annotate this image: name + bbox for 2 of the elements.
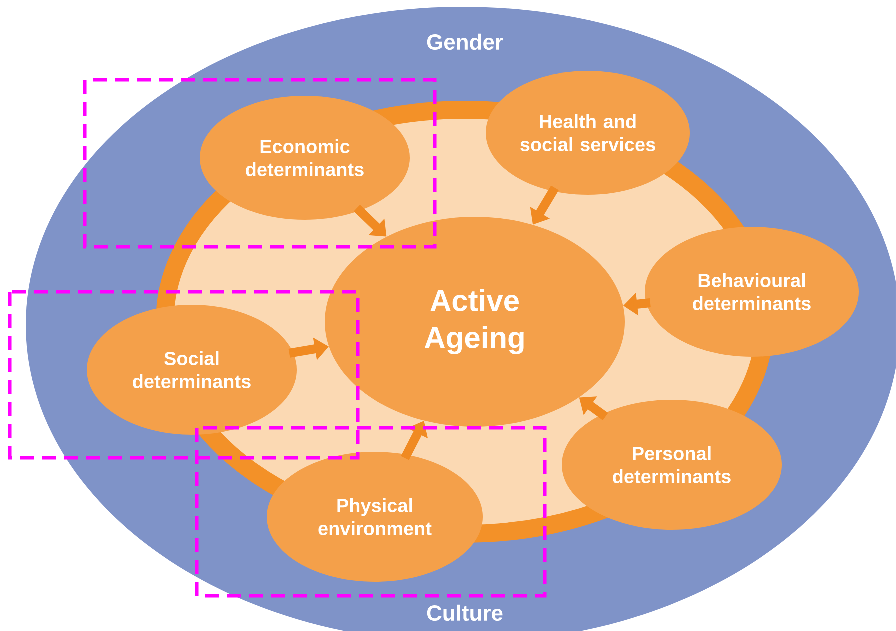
ellipse-label: Gender [427,34,504,50]
ellipse-label: Culture [427,604,503,622]
